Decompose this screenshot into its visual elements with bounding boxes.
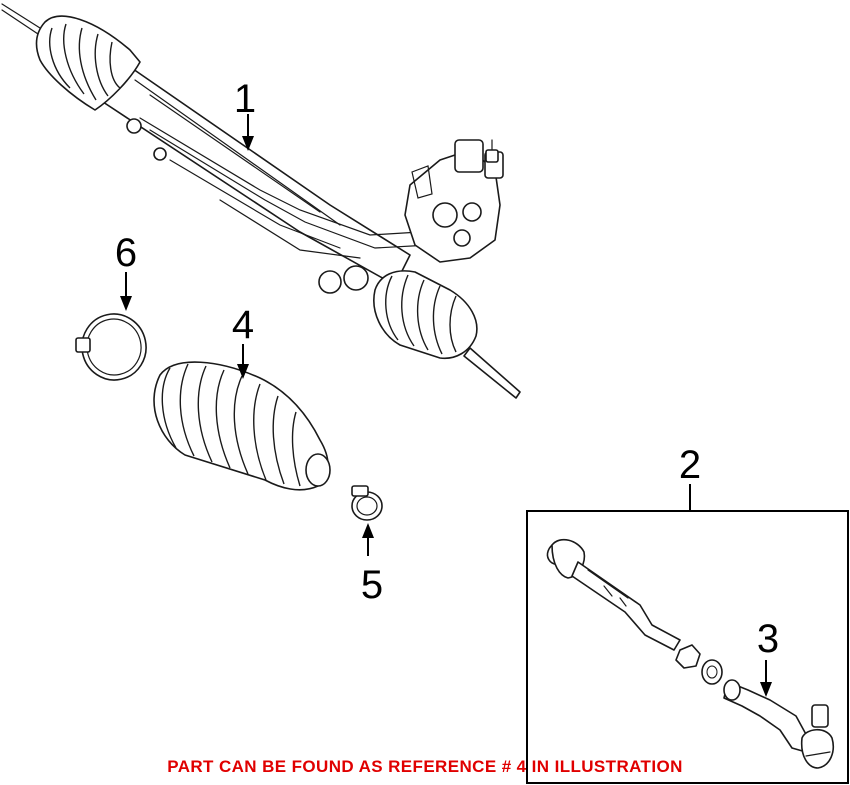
callout-1: 1 [234, 77, 256, 151]
inner-tie-rod [546, 538, 681, 651]
part-2-box [526, 510, 849, 784]
right-bellows [373, 270, 478, 360]
washer [701, 659, 723, 685]
callout-4: 4 [232, 303, 254, 379]
small-clamp [351, 485, 383, 521]
svg-text:4: 4 [232, 303, 254, 347]
reference-note: PART CAN BE FOUND AS REFERENCE # 4 IN IL… [167, 757, 683, 776]
bellows-boot [153, 361, 331, 491]
steering-rack-assembly [1, 3, 521, 399]
callout-2: 2 [679, 443, 701, 511]
clamp-ring [75, 313, 147, 381]
callout-6: 6 [115, 231, 137, 311]
svg-text:5: 5 [361, 563, 383, 607]
svg-text:3: 3 [757, 617, 779, 661]
outer-tie-rod-end [723, 679, 834, 769]
valve-body [404, 139, 504, 263]
left-bellows [35, 15, 141, 111]
callout-3: 3 [757, 617, 779, 697]
callout-5: 5 [361, 523, 383, 607]
svg-text:6: 6 [115, 231, 137, 275]
lock-nut [675, 644, 701, 669]
svg-text:1: 1 [234, 77, 256, 121]
svg-text:2: 2 [679, 443, 701, 487]
